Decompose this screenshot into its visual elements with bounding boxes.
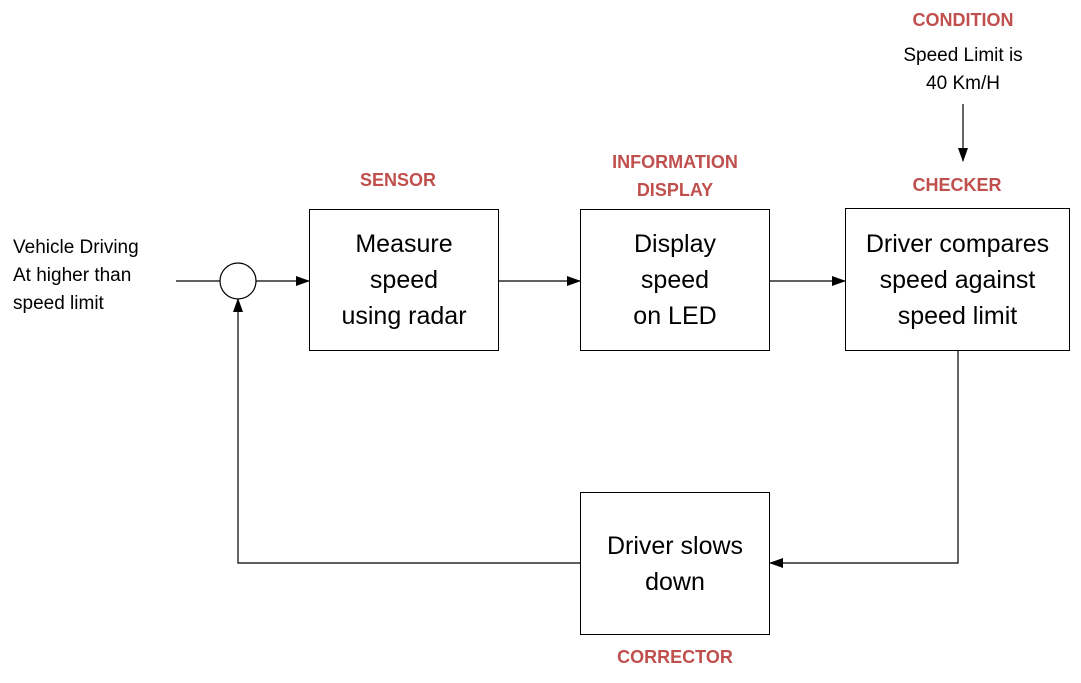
checker-block: Driver compares speed against speed limi… <box>845 208 1070 351</box>
sensor-block: Measure speed using radar <box>309 209 499 351</box>
checker-label: CHECKER <box>912 175 1002 195</box>
checker-to-corrector-arrow <box>769 351 959 568</box>
display-block: Display speed on LED <box>580 209 770 351</box>
input-description: Vehicle Driving At higher than speed lim… <box>13 237 139 314</box>
condition-label: CONDITION <box>912 10 1014 30</box>
sensor-label: SENSOR <box>359 170 437 190</box>
corrector-label: CORRECTOR <box>617 647 733 667</box>
information-display-label: INFORMATION DISPLAY <box>612 152 738 200</box>
feedback-arrow <box>233 298 581 564</box>
corrector-block: Driver slows down <box>580 492 770 635</box>
condition-text: Speed Limit is 40 Km/H <box>903 45 1023 94</box>
summing-junction <box>219 262 257 300</box>
